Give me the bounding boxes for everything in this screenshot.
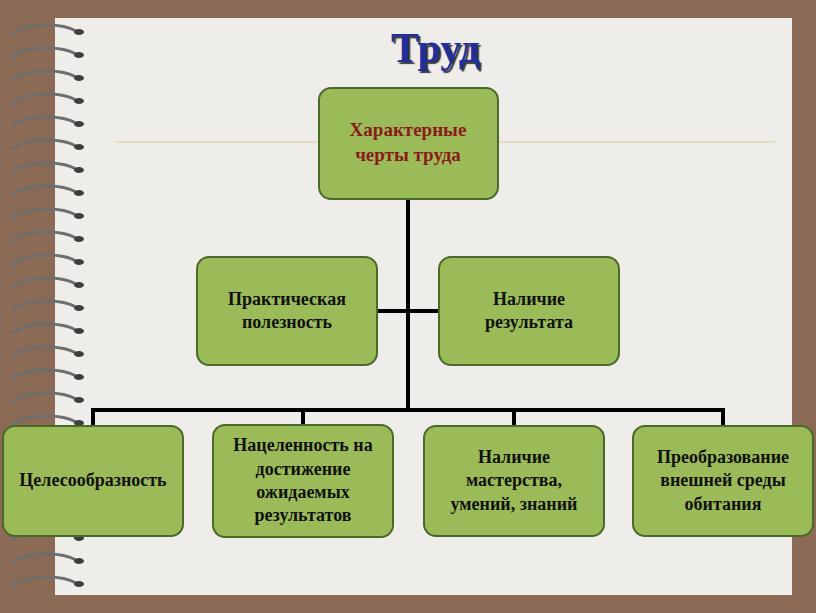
tree-connector [408,200,723,426]
ring-hole [74,282,84,288]
ring-hole [74,75,84,81]
ring-hole [74,144,84,150]
ring-wire [12,140,76,150]
ring-wire [12,48,76,58]
ring-wire [12,370,76,380]
ring-wire [12,577,76,587]
tree-connector [408,200,438,312]
ring-wire [12,393,76,403]
spiral-ring [12,25,84,35]
spiral-ring [12,255,84,265]
ring-wire [12,278,76,288]
feature-box: Целесообразность [2,425,184,537]
box-label: Наличие мастерства, умений, знаний [433,446,595,516]
box-label: Характерные черты труда [328,118,489,167]
spiral-ring [12,577,84,587]
feature-box: Практическая полезность [196,256,378,366]
spiral-ring [12,347,84,357]
ring-hole [74,581,84,587]
feature-box: Наличие результата [438,256,620,366]
spiral-ring [12,301,84,311]
box-label: Нацеленность на достижение ожидаемых рез… [222,434,384,528]
ring-hole [74,52,84,58]
box-label: Наличие результата [448,288,610,335]
ring-hole [74,305,84,311]
ring-wire [12,347,76,357]
ring-wire [12,301,76,311]
tree-connector [378,200,408,312]
spiral-ring [12,186,84,196]
tree-connector [93,200,408,426]
spiral-ring [12,554,84,564]
spiral-ring [12,209,84,219]
root-box: Характерные черты труда [318,87,499,200]
spiral-ring [12,48,84,58]
ring-wire [12,25,76,35]
box-label: Практическая полезность [206,288,368,335]
ring-hole [74,374,84,380]
ring-hole [74,190,84,196]
ring-hole [74,328,84,334]
ring-hole [74,259,84,265]
feature-box: Преобразование внешней среды обитания [632,425,814,537]
ring-wire [12,71,76,81]
spiral-ring [12,324,84,334]
ring-hole [74,558,84,564]
box-label: Преобразование внешней среды обитания [642,446,804,516]
spiral-ring [12,94,84,104]
spiral-ring [12,370,84,380]
spiral-ring [12,163,84,173]
ring-wire [12,117,76,127]
box-label: Целесообразность [19,469,166,492]
ring-hole [74,236,84,242]
ring-wire [12,209,76,219]
ring-wire [12,554,76,564]
ring-hole [74,213,84,219]
spiral-ring [12,71,84,81]
ring-wire [12,163,76,173]
ring-wire [12,186,76,196]
ring-wire [12,232,76,242]
spiral-ring [12,140,84,150]
ring-wire [12,324,76,334]
ring-hole [74,29,84,35]
ring-hole [74,397,84,403]
ring-wire [12,94,76,104]
spiral-ring [12,232,84,242]
ring-hole [74,351,84,357]
ring-hole [74,121,84,127]
feature-box: Нацеленность на достижение ожидаемых рез… [212,424,394,538]
spiral-ring [12,393,84,403]
diagram-title: Труд [0,24,816,72]
ring-hole [74,167,84,173]
spiral-ring [12,117,84,127]
spiral-ring [12,278,84,288]
ring-wire [12,255,76,265]
feature-box: Наличие мастерства, умений, знаний [423,425,605,537]
ring-hole [74,98,84,104]
